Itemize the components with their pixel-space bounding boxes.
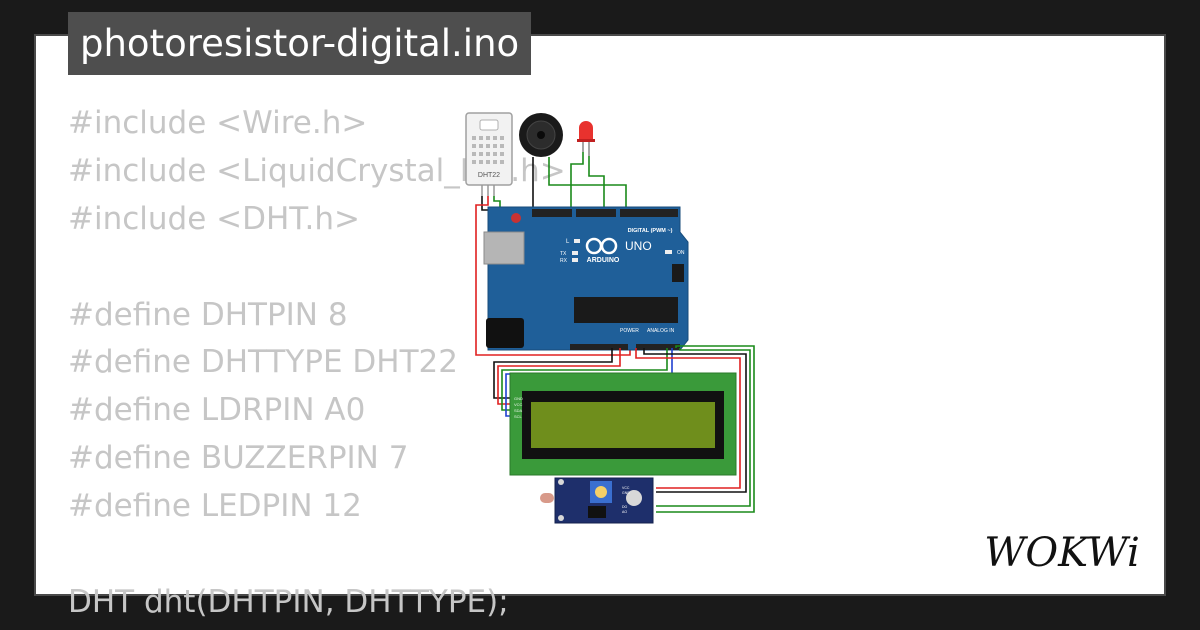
circuit-diagram: DHT22 DIGITAL (PWM ~) (465, 112, 755, 524)
code-line: #define BUZZERPIN 7 (68, 440, 409, 477)
code-line: #include <Wire.h> (68, 105, 368, 141)
project-title: photoresistor-digital.ino (68, 12, 532, 75)
dht22-label: DHT22 (478, 172, 500, 179)
lcd-pin-sda: SDA (514, 408, 523, 413)
ldr-pin-vcc: VCC (622, 486, 630, 490)
ldr-pin-gnd: GND (622, 491, 630, 495)
buzzer (519, 113, 563, 157)
wires-ldr (635, 345, 755, 513)
code-preview: #include <Wire.h>#include <LiquidCrystal… (68, 100, 566, 627)
board-model: UNO (625, 239, 652, 253)
led-rx-label: RX (560, 258, 568, 264)
led-l-label: L (566, 239, 570, 245)
lcd-pin-gnd: GND (514, 396, 523, 401)
board-brand: ARDUINO (587, 257, 620, 264)
on-label: ON (677, 250, 685, 256)
analog-label: ANALOG IN (647, 328, 675, 334)
red-led (577, 121, 595, 156)
dht22-sensor: DHT22 (465, 112, 513, 196)
code-line: #include <DHT.h> (68, 200, 361, 237)
digital-label: DIGITAL (PWM ~) (628, 228, 673, 234)
power-label: POWER (620, 328, 639, 334)
code-line: #define LDRPIN A0 (68, 392, 366, 429)
code-line: DHT dht(DHTPIN, DHTTYPE); (68, 583, 509, 620)
lcd-pin-vcc: VCC (514, 402, 523, 407)
code-line: #define LEDPIN 12 (68, 488, 362, 525)
wokwi-logo-text: WOKWi (984, 530, 1140, 576)
wires-lcd (493, 348, 673, 417)
ldr-pin-do: DO (622, 505, 628, 509)
lcd-display: GND VCC SDA SCL (509, 372, 737, 476)
arduino-uno: DIGITAL (PWM ~) UNO ARDUINO L TX RX ON P… (483, 206, 689, 351)
code-line: #define DHTPIN 8 (68, 296, 348, 333)
code-line: #define DHTTYPE DHT22 (68, 344, 458, 381)
led-tx-label: TX (560, 251, 567, 257)
ldr-pin-ao: AO (622, 510, 627, 514)
lcd-pin-scl: SCL (514, 414, 523, 419)
ldr-module: VCC GND DO AO (540, 477, 654, 524)
wokwi-logo: WOKWi (984, 530, 1140, 576)
